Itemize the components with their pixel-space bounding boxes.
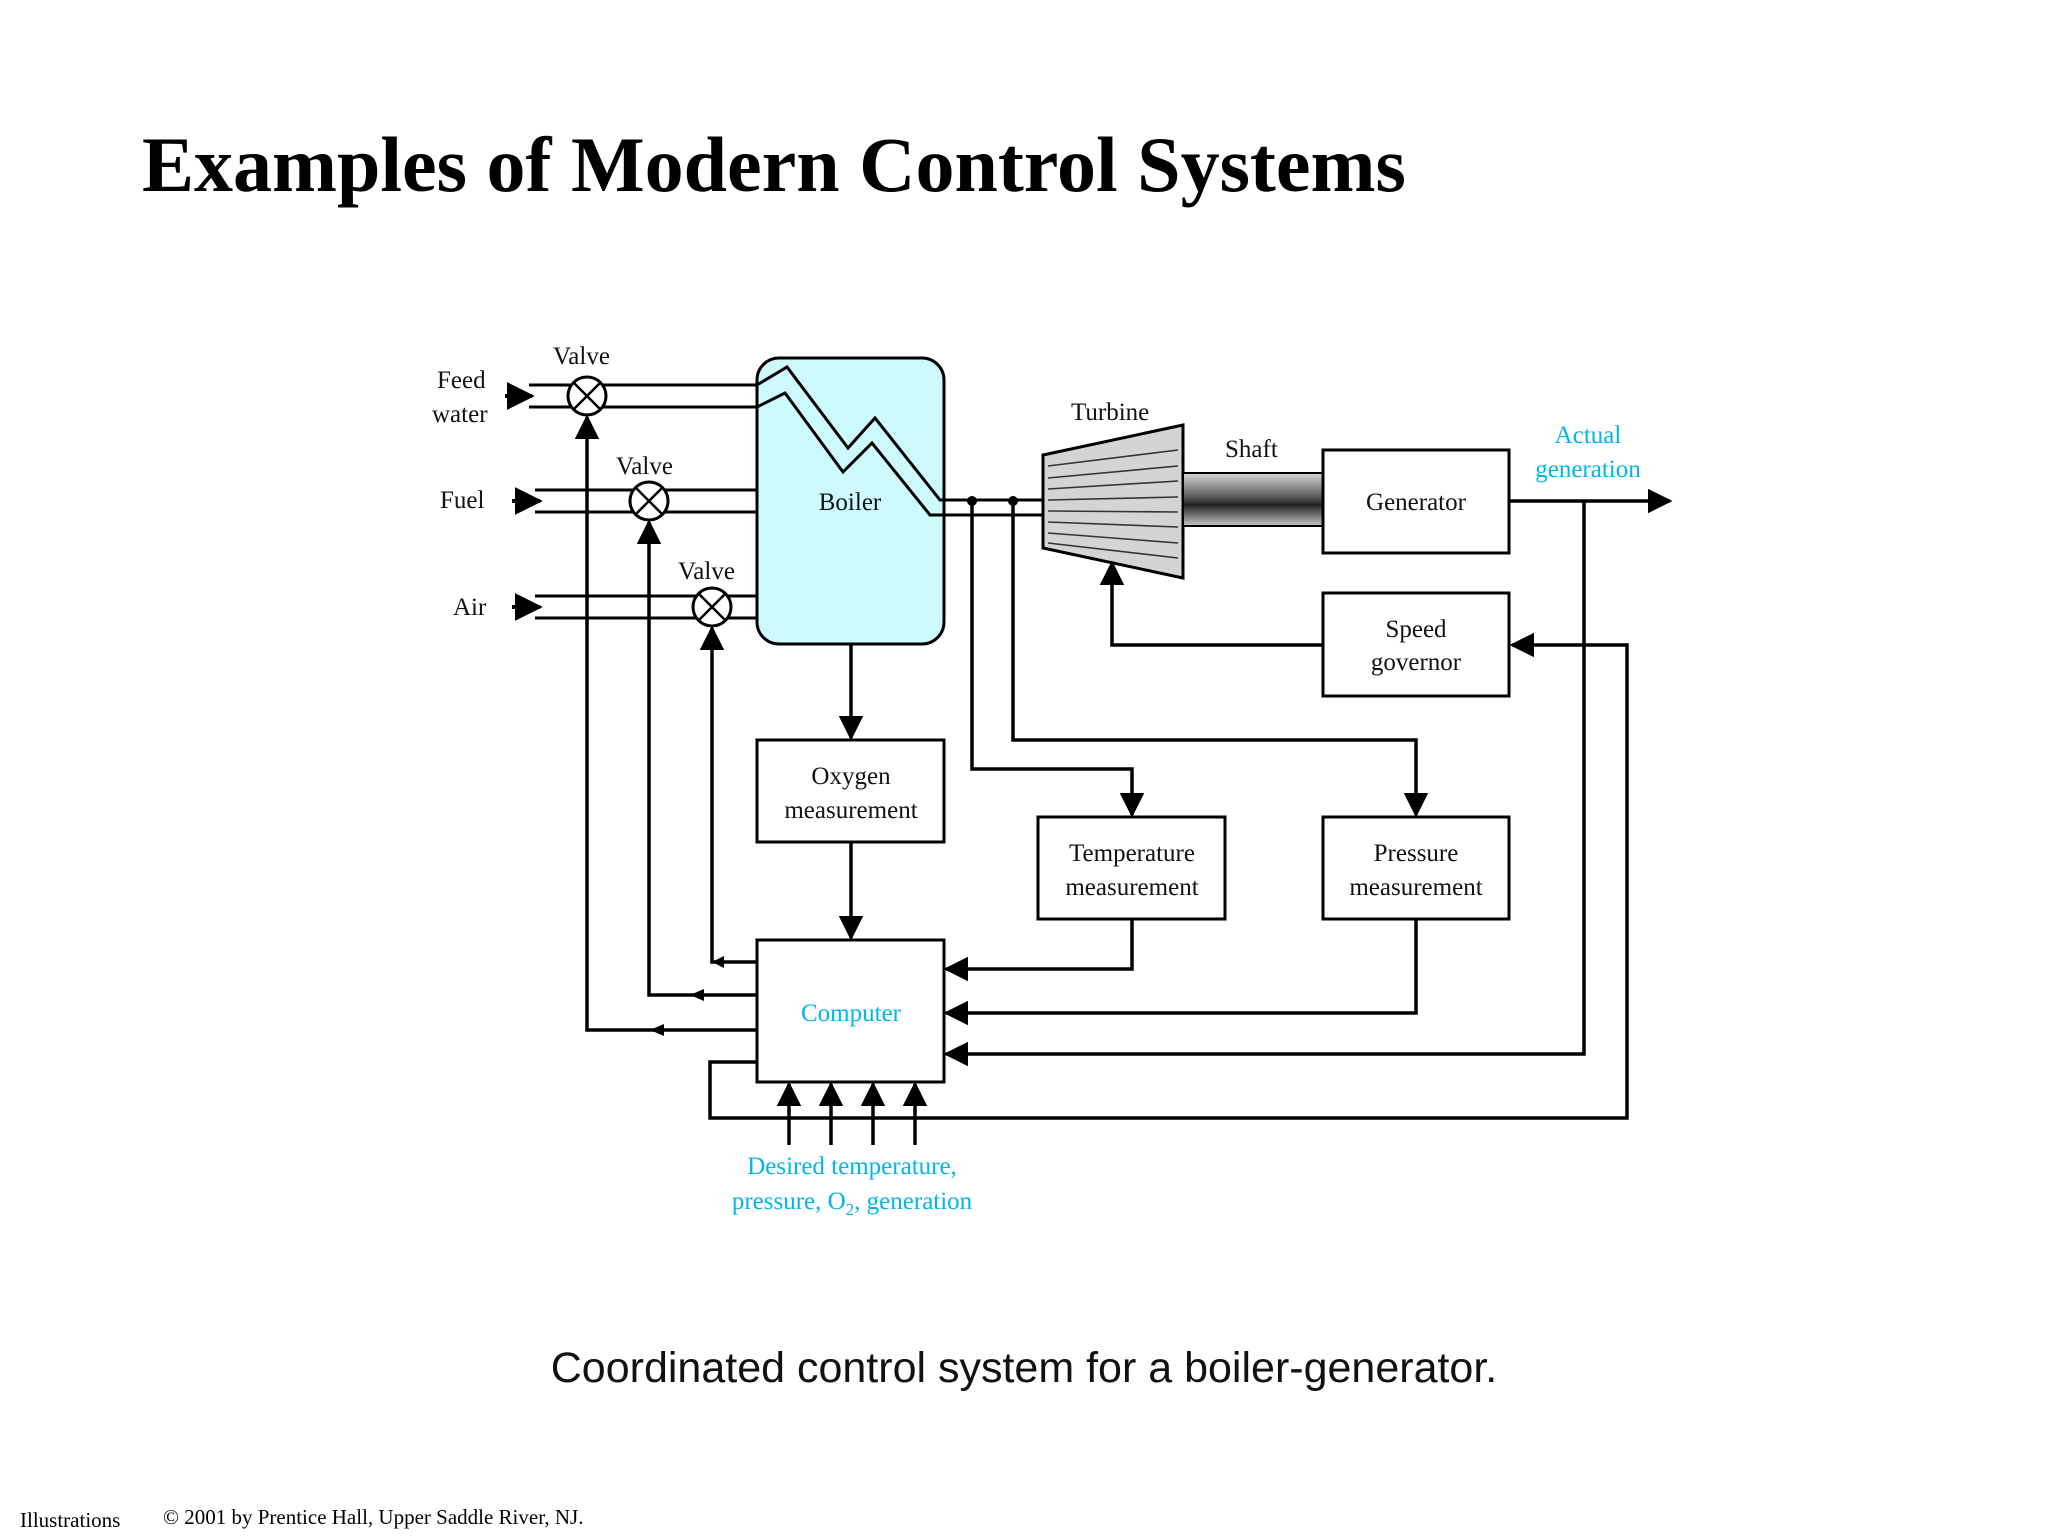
feed-water-label-2: water [432,401,488,428]
setpoints-label-1: Desired temperature, [747,1153,957,1180]
turbine [1041,423,1185,580]
feed-water-valve [566,375,608,417]
speed-governor-box [1321,591,1511,698]
fuel-valve [628,480,670,522]
oxygen-label-1: Oxygen [811,763,891,790]
temperature-measurement-box [1036,815,1227,921]
pressure-label-1: Pressure [1374,840,1459,867]
speed-governor-label-2: governor [1371,649,1462,676]
computer-label: Computer [801,1000,902,1027]
fuel-valve-label: Valve [616,453,673,480]
oxygen-label-2: measurement [784,797,917,824]
generator-label: Generator [1366,489,1467,516]
setpoints-label-2: pressure, O2, generation [732,1188,973,1219]
shaft-label: Shaft [1225,436,1278,463]
computer-to-governor-line [708,632,1629,1120]
air-valve [691,586,733,628]
fuel-label: Fuel [440,487,485,514]
shaft [1182,472,1324,527]
pressure-label-2: measurement [1349,874,1482,901]
computer-to-air-valve-line [699,625,757,964]
generation-to-computer-line [943,501,1586,1067]
pressure-to-computer-line [943,919,1418,1026]
steam-to-temperature-line [970,501,1145,818]
air-label: Air [453,594,487,621]
figure-caption: Coordinated control system for a boiler-… [550,1344,1498,1392]
feed-water-pipe [529,383,757,409]
feed-water-valve-label: Valve [553,343,610,370]
boiler-label: Boiler [819,489,882,516]
pressure-measurement-box [1321,815,1511,921]
temperature-label-1: Temperature [1069,840,1195,867]
actual-generation-label-1: Actual [1555,422,1622,449]
turbine-label: Turbine [1071,399,1149,426]
footer-copyright: © 2001 by Prentice Hall, Upper Saddle Ri… [163,1505,584,1529]
air-valve-label: Valve [678,558,735,585]
governor-to-turbine-line [1099,560,1323,647]
footer-illustrations: Illustrations [20,1508,121,1532]
actual-generation-label-2: generation [1535,456,1641,483]
steam-pipe [756,365,1043,517]
computer-to-feed-valve-line [574,414,757,1032]
temperature-label-2: measurement [1065,874,1198,901]
computer-to-fuel-valve-line [636,519,757,997]
temperature-to-computer-line [943,919,1134,982]
speed-governor-label-1: Speed [1385,616,1447,643]
oxygen-measurement-box [755,738,946,844]
setpoint-arrows [776,1081,928,1145]
feed-water-label-1: Feed [437,367,486,394]
steam-to-pressure-line [1011,501,1429,818]
slide-title: Examples of Modern Control Systems [142,121,1406,208]
computer-box [755,938,946,1084]
